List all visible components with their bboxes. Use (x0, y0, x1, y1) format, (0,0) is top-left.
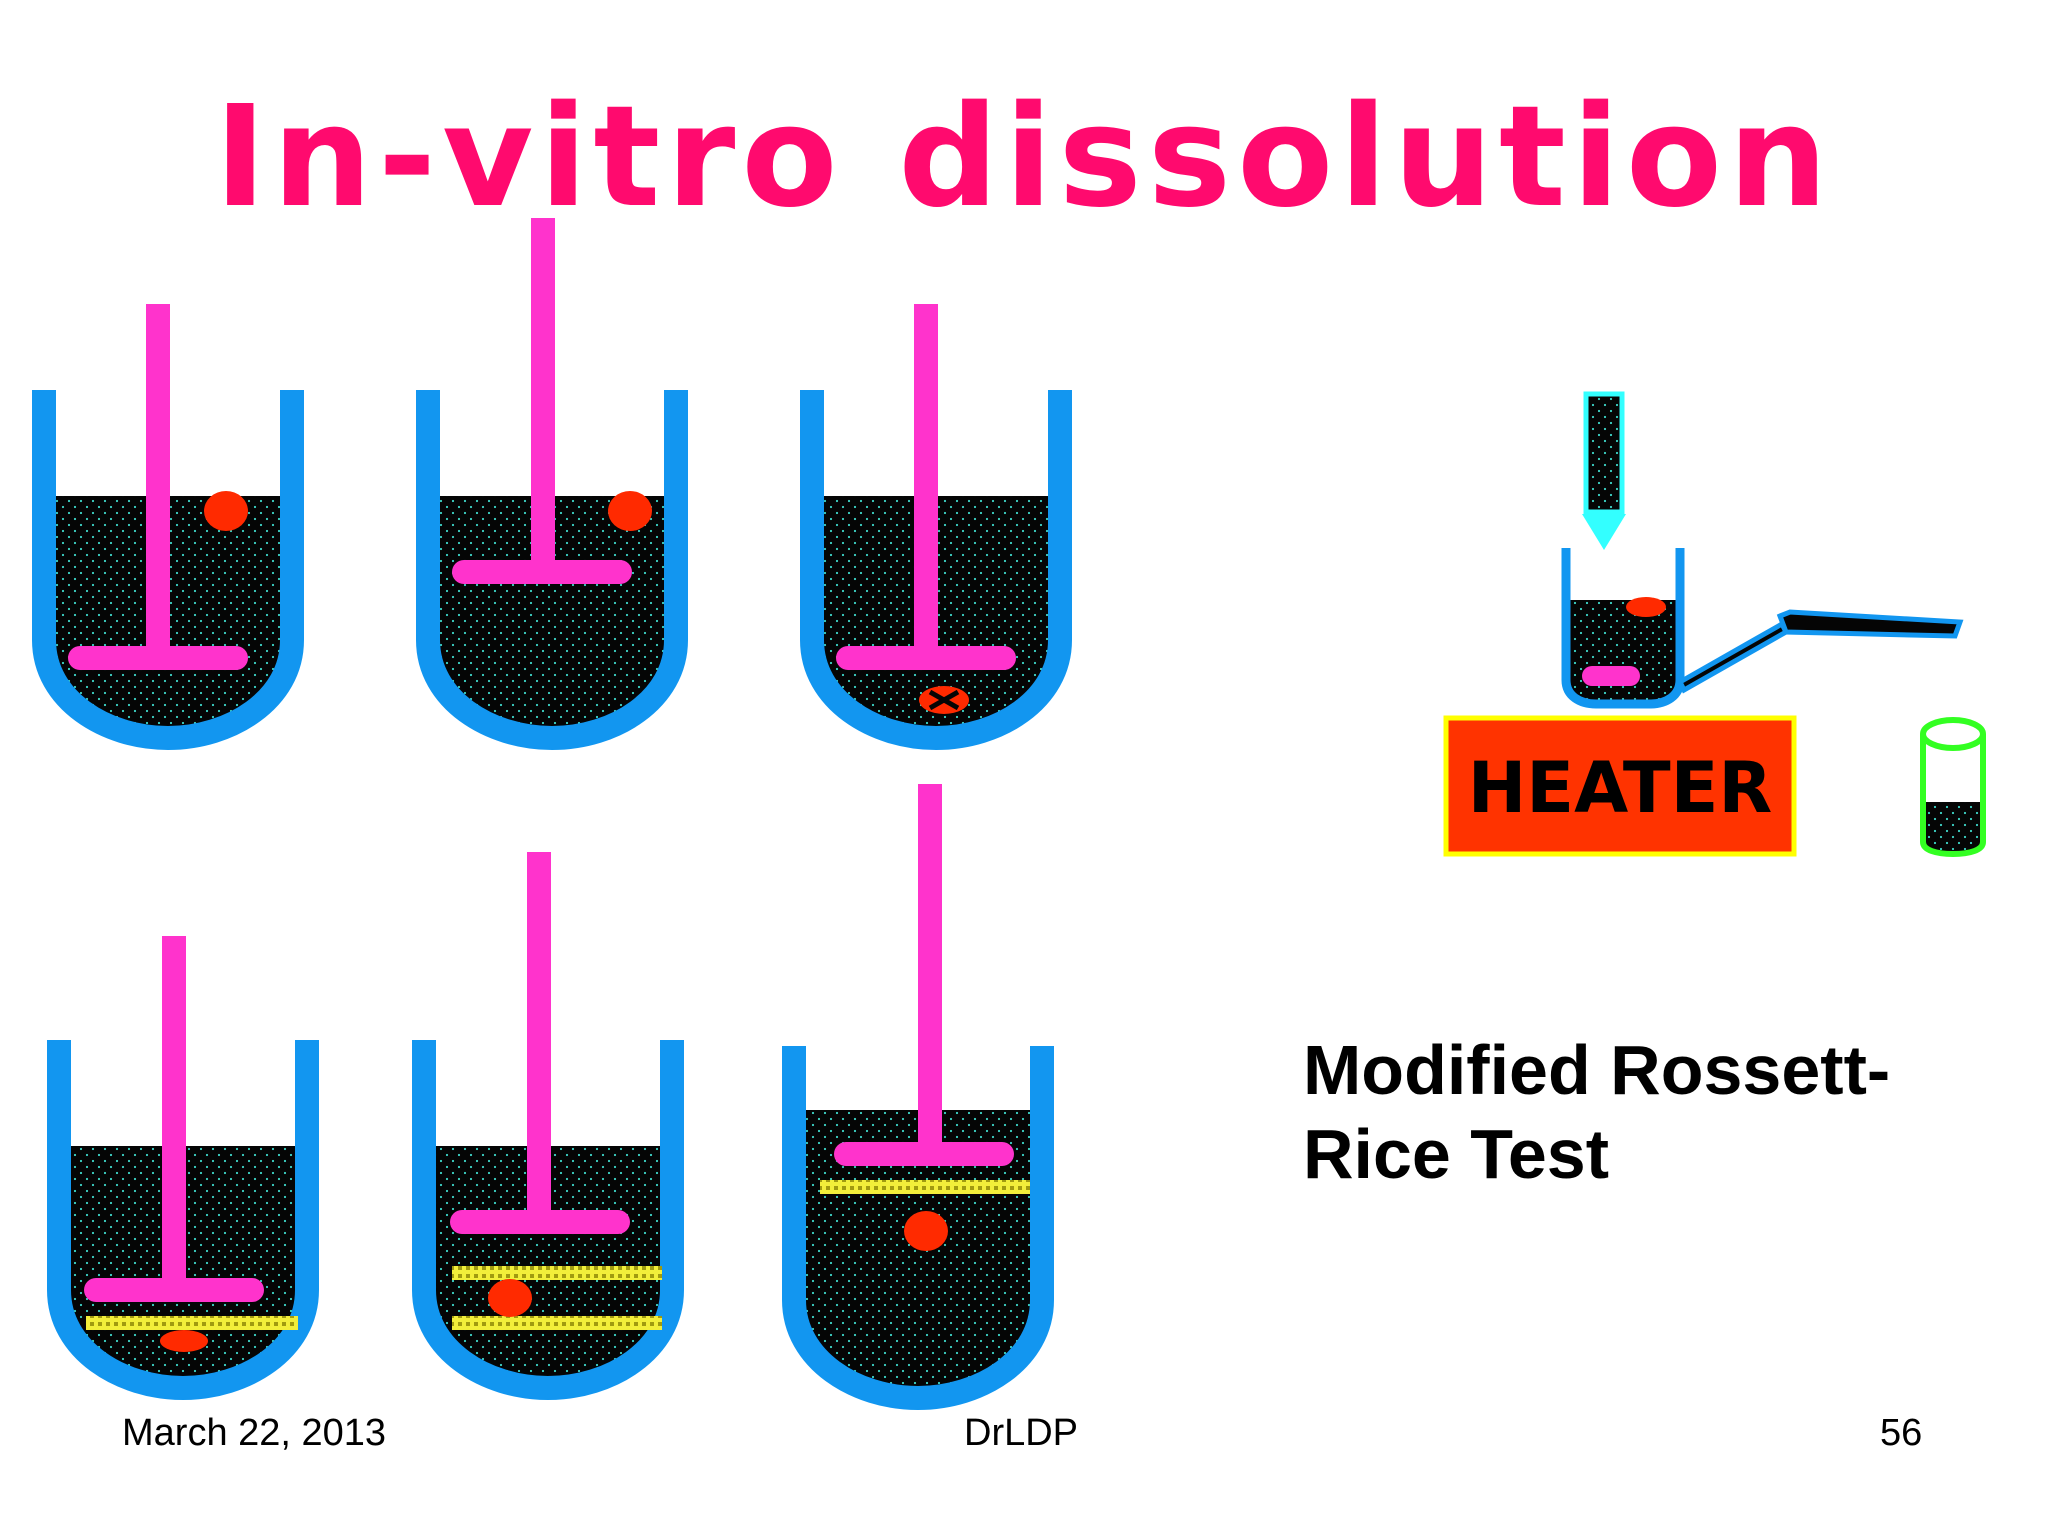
heater-icon: HEATER (1443, 715, 1797, 857)
dissolution-vessel-icon (800, 304, 1072, 751)
dissolution-vessel-icon (412, 852, 684, 1401)
mesh-screen-icon (86, 1316, 298, 1330)
vessel-wall (782, 1046, 1054, 1411)
paddle-stirrer-icon (914, 304, 938, 656)
vessel-wall (416, 390, 688, 751)
paddle-blade (836, 646, 1016, 670)
side-tube-icon (1676, 609, 1964, 694)
test-caption: Modified Rossett- Rice Test (1303, 1028, 2023, 1196)
vessel-wall (412, 1040, 684, 1401)
paddle-blade (68, 646, 248, 670)
funnel-icon (1582, 391, 1626, 550)
rossett-rice-apparatus: HEATER (1443, 391, 1986, 858)
magnetic-stirrer-bar (1582, 666, 1640, 686)
dissolution-vessel-icon (32, 304, 304, 751)
tablet-icon (160, 1330, 208, 1352)
footer-page-number: 56 (1880, 1412, 1923, 1454)
vessel-wall (47, 1040, 319, 1401)
paddle-stirrer-icon (146, 304, 170, 656)
mesh-screen-icon (452, 1266, 662, 1280)
paddle-blade (84, 1278, 264, 1302)
dissolution-vessel-icon (47, 936, 319, 1401)
paddle-stirrer-icon (531, 218, 555, 572)
paddle-blade (452, 560, 632, 584)
paddle-stirrer-icon (527, 852, 551, 1220)
mesh-screen-icon (820, 1180, 1030, 1194)
tablet-icon (1626, 597, 1666, 617)
dissolution-vessel-icon (416, 218, 688, 751)
paddle-blade (834, 1142, 1014, 1166)
paddle-stirrer-icon (918, 784, 942, 1154)
tablet-icon (488, 1279, 532, 1317)
caption-line-2: Rice Test (1303, 1115, 1610, 1193)
slide-title: In-vitro dissolution (214, 76, 1834, 239)
disintegrating-tablet-icon (919, 686, 969, 714)
vessel-wall (800, 390, 1072, 751)
heater-label: HEATER (1468, 747, 1773, 829)
tablet-icon (904, 1211, 948, 1251)
paddle-stirrer-icon (162, 936, 186, 1290)
tablet-icon (608, 491, 652, 531)
tablet-icon (204, 491, 248, 531)
caption-line-1: Modified Rossett- (1303, 1031, 1891, 1109)
footer-author: DrLDP (964, 1412, 1079, 1454)
vessel-wall (32, 390, 304, 751)
mesh-screen-icon (452, 1316, 662, 1330)
rossett-rice-beaker-icon (1561, 548, 1685, 709)
footer-date: March 22, 2013 (122, 1412, 387, 1454)
dissolution-vessel-icon (782, 784, 1054, 1411)
paddle-blade (450, 1210, 630, 1234)
collection-tube-icon (1920, 717, 1986, 858)
